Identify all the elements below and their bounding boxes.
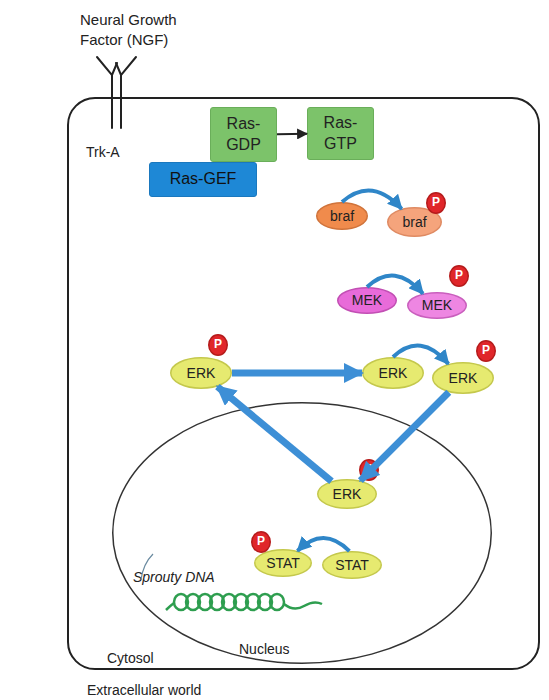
- phosphorylation-arrow: [367, 275, 423, 293]
- receptor-label: Trk-A: [86, 143, 146, 161]
- erk-ellipse: ERK: [432, 362, 494, 394]
- node-text: STAT: [333, 556, 371, 574]
- dna-loop: [210, 594, 224, 610]
- phosphate-circle-shape: [450, 266, 469, 287]
- receptor-right: [116, 57, 136, 128]
- activation-arrow: [277, 133, 307, 135]
- node-text: P: [363, 462, 375, 478]
- node-text: braf: [328, 207, 356, 225]
- node-text: ERK: [185, 364, 218, 382]
- phosphate-circle-shape: [209, 335, 228, 356]
- ras-gef-box: Ras-GEF: [149, 162, 257, 197]
- dna-loop: [270, 594, 284, 610]
- stat-ellipse-shape: [255, 550, 312, 577]
- phosphate-circle-shape: [477, 341, 496, 362]
- erk-ellipse-shape: [363, 358, 424, 389]
- node-text: ERK: [331, 485, 364, 503]
- node-text: ERK: [447, 369, 480, 387]
- translocation-arrow: [232, 370, 362, 377]
- dna-loop: [258, 594, 272, 610]
- erk-ellipse: ERK: [317, 479, 377, 509]
- region-label: Extracellular world: [87, 681, 257, 699]
- braf-ellipse-shape: [317, 203, 368, 230]
- phosphate-circle: P: [359, 459, 379, 481]
- receptor-left: [97, 57, 117, 128]
- node-text: Cytosol: [107, 649, 154, 667]
- phosphate-circle: P: [208, 334, 228, 356]
- trk-receptor: [97, 57, 136, 128]
- leader-line: [141, 554, 153, 580]
- phosphorylation-arrow: [298, 538, 350, 551]
- mek-ellipse: MEK: [407, 292, 467, 319]
- dna-strand: [166, 603, 174, 610]
- dna-loop: [234, 594, 248, 610]
- phosphorylation-arrow: [342, 191, 402, 209]
- phosphate-circle: P: [449, 265, 469, 287]
- translocation-arrow: [360, 392, 448, 480]
- dna-loop: [222, 594, 236, 610]
- phosphate-circle: P: [426, 192, 446, 214]
- stat-ellipse: STAT: [322, 551, 382, 579]
- mek-ellipse: MEK: [337, 287, 397, 314]
- node-text: Ras-GEF: [168, 169, 239, 190]
- node-text: P: [480, 343, 492, 359]
- phosphate-circle-shape: [427, 193, 446, 214]
- phosphate-circle-shape: [360, 460, 379, 481]
- stat-ellipse-shape: [323, 552, 382, 579]
- dna-loop: [198, 594, 212, 610]
- ras-gdp-box: Ras- GDP: [210, 107, 277, 162]
- dna-loop: [186, 594, 200, 610]
- erk-ellipse-shape: [433, 363, 494, 394]
- node-text: Ras- GDP: [211, 114, 276, 156]
- node-text: Ras- GTP: [308, 113, 373, 155]
- dna-loop: [246, 594, 260, 610]
- node-text: P: [430, 195, 442, 211]
- node-text: MEK: [350, 291, 384, 309]
- phosphate-circle: P: [476, 340, 496, 362]
- node-text: P: [255, 534, 267, 550]
- gene-label: Sprouty DNA: [133, 568, 243, 586]
- phosphate-circle-shape: [252, 532, 271, 553]
- ras-gtp-box: Ras- GTP: [307, 107, 374, 160]
- dna-loop: [174, 594, 188, 610]
- phosphate-circle: P: [251, 531, 271, 553]
- node-text: braf: [400, 213, 428, 231]
- erk-ellipse-shape: [171, 358, 232, 389]
- erk-ellipse: ERK: [170, 357, 232, 389]
- stat-ellipse: STAT: [254, 549, 312, 577]
- node-text: Nucleus: [239, 640, 290, 658]
- mek-ellipse-shape: [408, 293, 467, 319]
- dna-strand: [284, 602, 322, 608]
- translocation-arrow: [217, 387, 331, 482]
- phosphorylation-arrow: [393, 346, 448, 364]
- nucleus-ellipse-shape: [113, 403, 492, 664]
- mek-ellipse-shape: [338, 288, 397, 314]
- braf-ellipse: braf: [316, 202, 368, 230]
- erk-ellipse: ERK: [362, 357, 424, 389]
- node-text: P: [453, 268, 465, 284]
- node-text: P: [212, 337, 224, 353]
- ligand-label: Neural Growth Factor (NGF): [80, 10, 212, 49]
- node-text: ERK: [377, 364, 410, 382]
- dna-coil: [166, 594, 322, 610]
- nucleus-ellipse: Nucleus ERK P STAT P STAT: [112, 402, 492, 664]
- node-text: STAT: [264, 554, 302, 572]
- node-text: MEK: [420, 296, 454, 314]
- erk-ellipse-shape: [318, 480, 377, 509]
- nucleus-ellipse-outline: [112, 402, 492, 664]
